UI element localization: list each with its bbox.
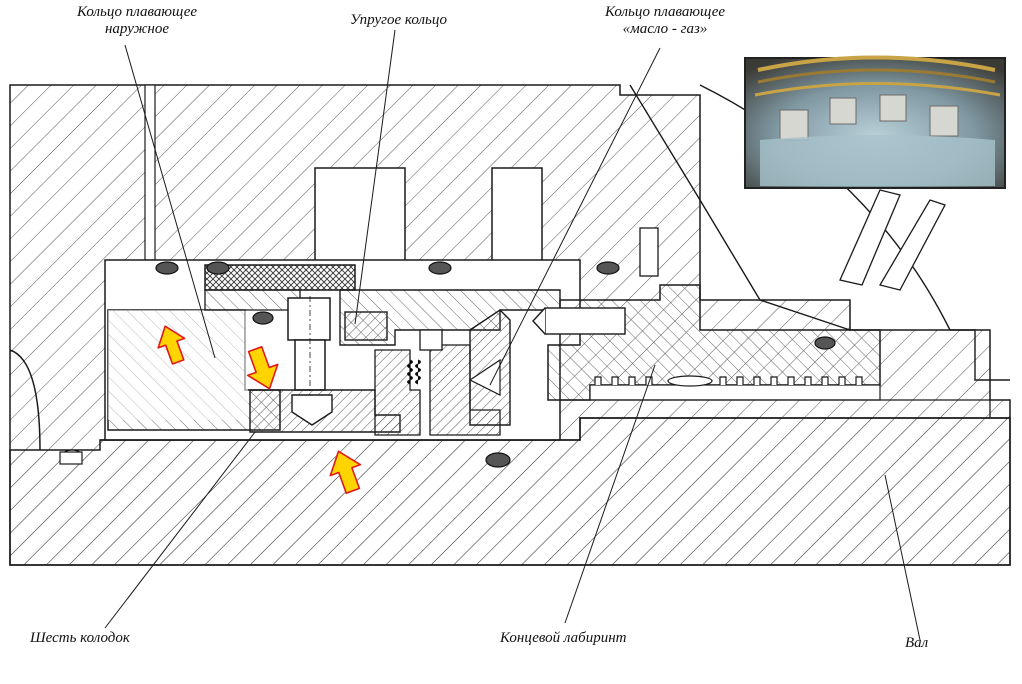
label-oil-gas-ring-line1: Кольцо плавающее [604,4,726,20]
end-labyrinth [589,375,881,401]
leader-lines [104,29,921,641]
flow-arrows [157,325,362,494]
label-six-pads: Шесть колодок [30,630,130,646]
label-oil-gas-ring: Кольцо плавающее «масло - газ» [590,4,740,38]
label-outer-floating-ring-line1: Кольцо плавающее [76,4,198,20]
label-shaft: Вал [905,635,929,651]
label-outer-floating-ring-line2: наружное [104,21,170,37]
label-end-labyrinth: Концевой лабиринт [500,630,627,646]
label-outer-floating-ring: Кольцо плавающее наружное [62,4,212,38]
label-oil-gas-ring-line2: «масло - газ» [622,21,708,37]
label-elastic-ring: Упругое кольцо [350,12,448,28]
